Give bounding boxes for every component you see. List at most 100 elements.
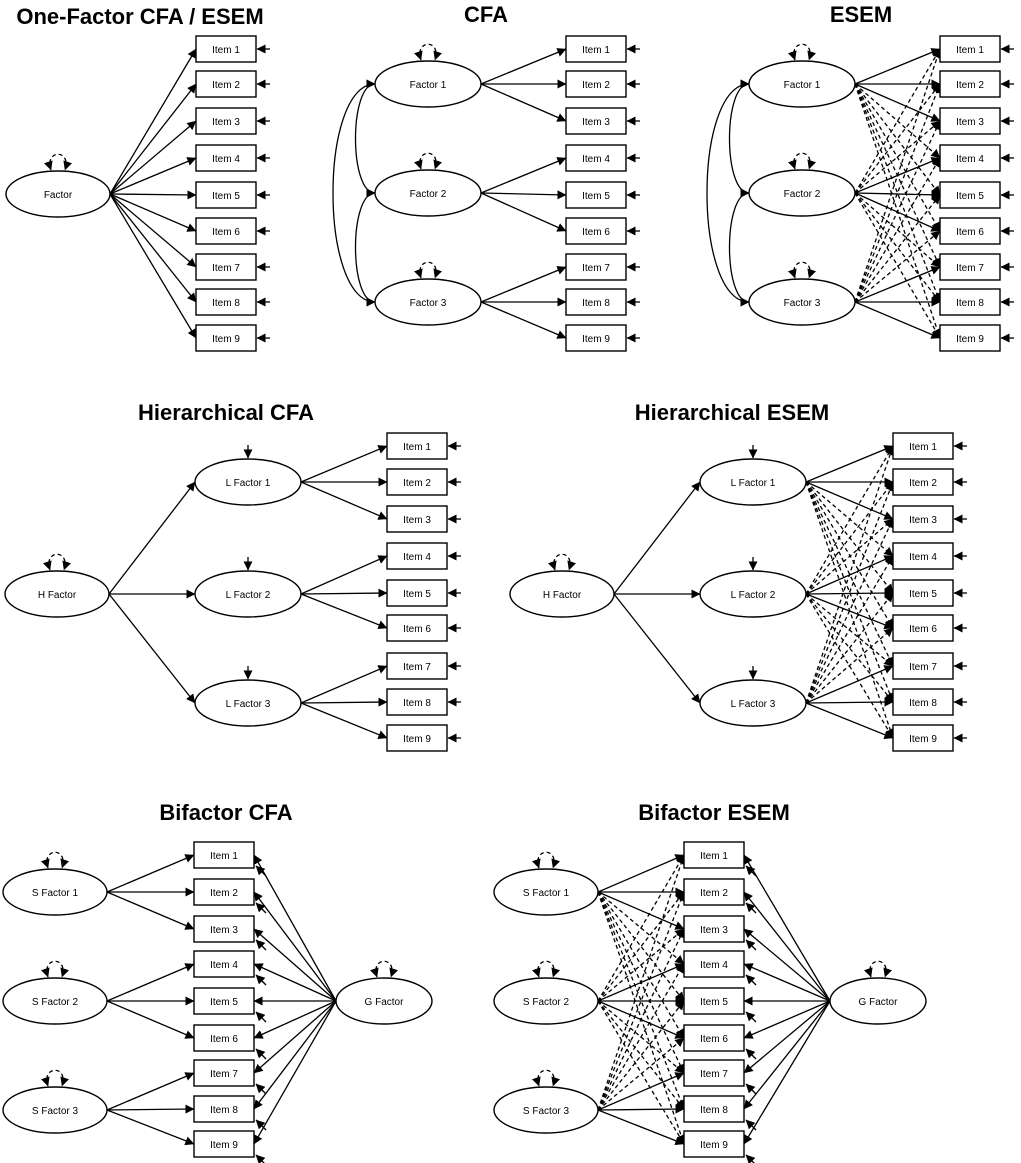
besem-s-factor-2-label: S Factor 2 xyxy=(523,997,570,1008)
hcfa-loading-3 xyxy=(300,481,388,520)
hcfa-item-6-label: Item 6 xyxy=(403,624,431,635)
besem-residual-7 xyxy=(745,1083,757,1095)
esem-loading-f2-i8 xyxy=(854,192,941,303)
hcfa-item-9-box xyxy=(386,724,448,752)
besem-s-factor-3-variance xyxy=(531,1069,561,1087)
hcfa-l-factor-3: L Factor 3 xyxy=(194,679,302,727)
hesem-item-4-label: Item 4 xyxy=(909,552,937,563)
esem-item-2: Item 2 xyxy=(939,70,1001,98)
hesem-item-7-label: Item 7 xyxy=(909,662,937,673)
hesem-loading-f3-i2 xyxy=(805,481,895,704)
hesem-loading-f2-i8 xyxy=(805,593,894,703)
besem-residual-2 xyxy=(745,902,757,914)
cfa-item-6-box xyxy=(565,217,627,245)
of-item-5-label: Item 5 xyxy=(212,191,240,202)
bcfa-g-loading-7 xyxy=(253,1000,337,1074)
bcfa-item-7-label: Item 7 xyxy=(210,1069,238,1080)
hesem-loading-f1-i7 xyxy=(805,481,894,667)
cfa-factor-1-variance xyxy=(413,43,443,61)
bcfa-s-loading-7 xyxy=(106,1072,195,1111)
bcfa-s-loading-1 xyxy=(106,854,195,893)
hesem-item-1-box xyxy=(892,432,954,460)
hcfa-l-factor-2: L Factor 2 xyxy=(194,570,302,618)
besem-s-factor-2-shape xyxy=(493,977,599,1025)
bcfa-s-loading-4 xyxy=(106,963,195,1002)
of-loading-7 xyxy=(109,193,197,268)
besem-g-loading-4 xyxy=(743,963,831,1002)
besem-s-loading-f1-i4 xyxy=(597,891,685,965)
esem-loading-f1-i7 xyxy=(854,83,941,268)
besem-s-loading-f1-i1 xyxy=(597,854,685,893)
cfa-loading-7 xyxy=(480,266,567,303)
bcfa-s-factor-3-variance xyxy=(40,1069,70,1087)
cfa-item-1: Item 1 xyxy=(565,35,627,63)
esem-loading-f2-i7 xyxy=(854,192,941,268)
of-item-4-label: Item 4 xyxy=(212,154,240,165)
bcfa-item-6: Item 6 xyxy=(193,1024,255,1052)
bcfa-s-factor-1-label: S Factor 1 xyxy=(32,888,79,899)
bcfa-item-2-label: Item 2 xyxy=(210,888,238,899)
bcfa-item-5-label: Item 5 xyxy=(210,997,238,1008)
esem-item-7: Item 7 xyxy=(939,253,1001,281)
title-esem: ESEM xyxy=(830,2,892,27)
hesem-loading-f1-i9 xyxy=(805,481,895,739)
bcfa-s-factor-1-shape xyxy=(2,868,108,916)
besem-residual-4 xyxy=(745,974,757,986)
hcfa-h-factor-variance xyxy=(42,553,72,571)
esem-factor-2-shape xyxy=(748,169,856,217)
esem-item-6-label: Item 6 xyxy=(956,227,984,238)
esem-item-8: Item 8 xyxy=(939,288,1001,316)
besem-item-2: Item 2 xyxy=(683,878,745,906)
of-loading-1 xyxy=(109,48,197,195)
esem-factor-3-variance xyxy=(787,261,817,279)
bcfa-s-factor-2-shape xyxy=(2,977,108,1025)
hesem-l-factor-3-shape xyxy=(699,679,807,727)
bcfa-s-loading-9 xyxy=(106,1109,195,1146)
bcfa-item-7: Item 7 xyxy=(193,1059,255,1087)
besem-s-factor-3-label: S Factor 3 xyxy=(523,1106,570,1117)
of-item-3: Item 3 xyxy=(195,107,257,135)
bcfa-g-factor: G Factor xyxy=(335,977,433,1025)
esem-item-9: Item 9 xyxy=(939,324,1001,352)
bcfa-residual-9 xyxy=(255,1154,266,1163)
esem-item-4-box xyxy=(939,144,1001,172)
hesem-loading-f1-i4 xyxy=(805,481,894,557)
hesem-item-9-box xyxy=(892,724,954,752)
hesem-loading-f3-i9 xyxy=(805,702,894,739)
bcfa-item-7-box xyxy=(193,1059,255,1087)
of-item-1: Item 1 xyxy=(195,35,257,63)
bcfa-g-factor-shape xyxy=(335,977,433,1025)
hesem-loading-f1-i3 xyxy=(805,481,894,520)
hcfa-item-6: Item 6 xyxy=(386,614,448,642)
besem-s-factor-1-shape xyxy=(493,868,599,916)
esem-item-2-box xyxy=(939,70,1001,98)
esem-factor-2-label: Factor 2 xyxy=(784,189,821,200)
bcfa-item-4: Item 4 xyxy=(193,950,255,978)
cfa-item-6-label: Item 6 xyxy=(582,227,610,238)
cfa-loading-1 xyxy=(480,48,567,85)
bcfa-item-8-box xyxy=(193,1095,255,1123)
hcfa-higher-loading-1 xyxy=(108,481,196,595)
bcfa-item-3-box xyxy=(193,915,255,943)
besem-residual-3 xyxy=(745,939,757,951)
cfa-cov-2-3 xyxy=(354,188,376,307)
besem-item-6-box xyxy=(683,1024,745,1052)
esem-item-5-label: Item 5 xyxy=(956,191,984,202)
of-factor-label: Factor xyxy=(44,190,73,201)
hcfa-h-factor-label: H Factor xyxy=(38,590,77,601)
besem-item-8-label: Item 8 xyxy=(700,1105,728,1116)
esem-factor-2-variance xyxy=(787,152,817,170)
hcfa-item-1: Item 1 xyxy=(386,432,448,460)
esem-item-2-label: Item 2 xyxy=(956,80,984,91)
cfa-item-7-box xyxy=(565,253,627,281)
bcfa-item-9-box xyxy=(193,1130,255,1158)
hcfa-l-factor-1: L Factor 1 xyxy=(194,458,302,506)
of-item-8-label: Item 8 xyxy=(212,298,240,309)
hesem-item-4-box xyxy=(892,542,954,570)
of-factor-variance xyxy=(43,153,73,171)
esem-loading-f1-i6 xyxy=(854,83,941,232)
esem-item-1-label: Item 1 xyxy=(956,45,984,56)
hesem-h-factor-label: H Factor xyxy=(543,590,582,601)
besem-s-loading-f1-i6 xyxy=(597,891,685,1039)
